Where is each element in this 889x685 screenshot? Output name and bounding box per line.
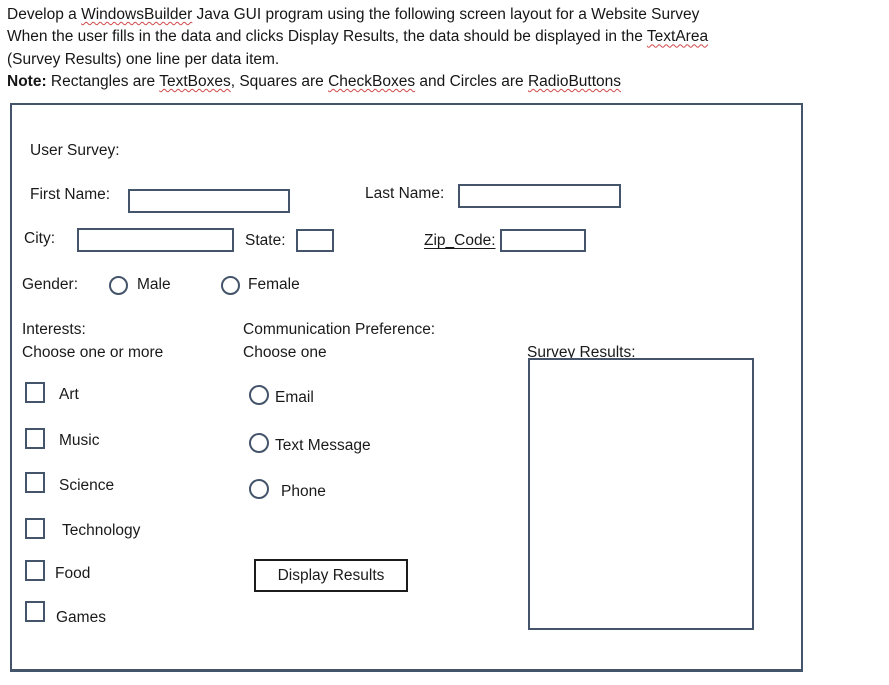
instruction-line-2: When the user fills in the data and clic… <box>7 26 879 48</box>
spellcheck-word: TextBoxes <box>159 73 231 91</box>
gender-female-label: Female <box>248 276 300 293</box>
comm-email-radio[interactable] <box>249 385 269 405</box>
instruction-text: (Survey Results) one line per data item. <box>7 50 280 68</box>
instruction-text: , Squares are <box>230 73 329 91</box>
gender-male-radio[interactable] <box>109 276 128 295</box>
instruction-text: Java GUI program using the following scr… <box>192 6 700 23</box>
instruction-text: and Circles are <box>415 73 528 91</box>
instruction-text: Develop a <box>7 6 82 23</box>
interests-hint: Choose one or more <box>22 344 164 361</box>
city-input[interactable] <box>77 228 234 252</box>
interest-music-label: Music <box>59 432 100 449</box>
comm-phone-radio[interactable] <box>249 479 269 499</box>
instruction-line-1: Develop a WindowsBuilder Java GUI progra… <box>7 4 879 26</box>
interest-art-checkbox[interactable] <box>25 382 45 403</box>
gender-female-radio[interactable] <box>221 276 240 295</box>
comm-text-message-radio[interactable] <box>249 433 269 453</box>
city-label: City: <box>24 230 55 247</box>
comm-email-label: Email <box>275 389 314 406</box>
display-results-button[interactable]: Display Results <box>254 559 408 592</box>
comm-text-message-label: Text Message <box>275 437 371 454</box>
spellcheck-word: RadioButtons <box>527 73 622 91</box>
survey-form-panel: User Survey: First Name: Last Name: City… <box>10 103 803 672</box>
first-name-label: First Name: <box>30 186 111 203</box>
note-label: Note: <box>7 73 47 91</box>
interest-food-label: Food <box>55 565 91 582</box>
interest-music-checkbox[interactable] <box>25 428 45 449</box>
last-name-input[interactable] <box>458 184 621 208</box>
zip-code-label: Zip_Code: <box>424 232 496 249</box>
survey-results-textarea[interactable] <box>528 358 754 630</box>
first-name-input[interactable] <box>128 189 290 213</box>
interests-label: Interests: <box>22 321 86 338</box>
interest-technology-checkbox[interactable] <box>25 518 45 539</box>
spellcheck-word: WindowsBuilder <box>81 6 193 23</box>
interest-art-label: Art <box>59 386 79 403</box>
communication-label: Communication Preference: <box>243 321 436 338</box>
state-input[interactable] <box>296 229 334 252</box>
interest-science-checkbox[interactable] <box>25 472 45 493</box>
instruction-text: When the user fills in the data and clic… <box>7 28 647 46</box>
interest-food-checkbox[interactable] <box>25 560 45 581</box>
survey-results-label: Survey Results: <box>527 344 636 361</box>
instruction-text: Rectangles are <box>46 73 160 91</box>
gender-label: Gender: <box>22 276 79 293</box>
gender-male-label: Male <box>137 276 171 293</box>
display-results-button-label: Display Results <box>277 566 385 584</box>
form-title: User Survey: <box>30 142 120 159</box>
zip-code-input[interactable] <box>500 229 586 252</box>
interest-games-checkbox[interactable] <box>25 601 45 622</box>
instruction-line-note: Note: Rectangles are TextBoxes, Squares … <box>7 71 879 93</box>
instruction-line-3: (Survey Results) one line per data item. <box>7 49 879 71</box>
communication-hint: Choose one <box>243 344 327 361</box>
last-name-label: Last Name: <box>365 185 445 202</box>
instructions: Develop a WindowsBuilder Java GUI progra… <box>7 4 879 94</box>
interest-technology-label: Technology <box>62 522 141 539</box>
spellcheck-word: TextArea <box>646 28 709 46</box>
spellcheck-word: CheckBoxes <box>328 73 416 91</box>
state-label: State: <box>245 232 286 249</box>
comm-phone-label: Phone <box>281 483 326 500</box>
interest-games-label: Games <box>56 609 106 626</box>
interest-science-label: Science <box>59 477 115 494</box>
